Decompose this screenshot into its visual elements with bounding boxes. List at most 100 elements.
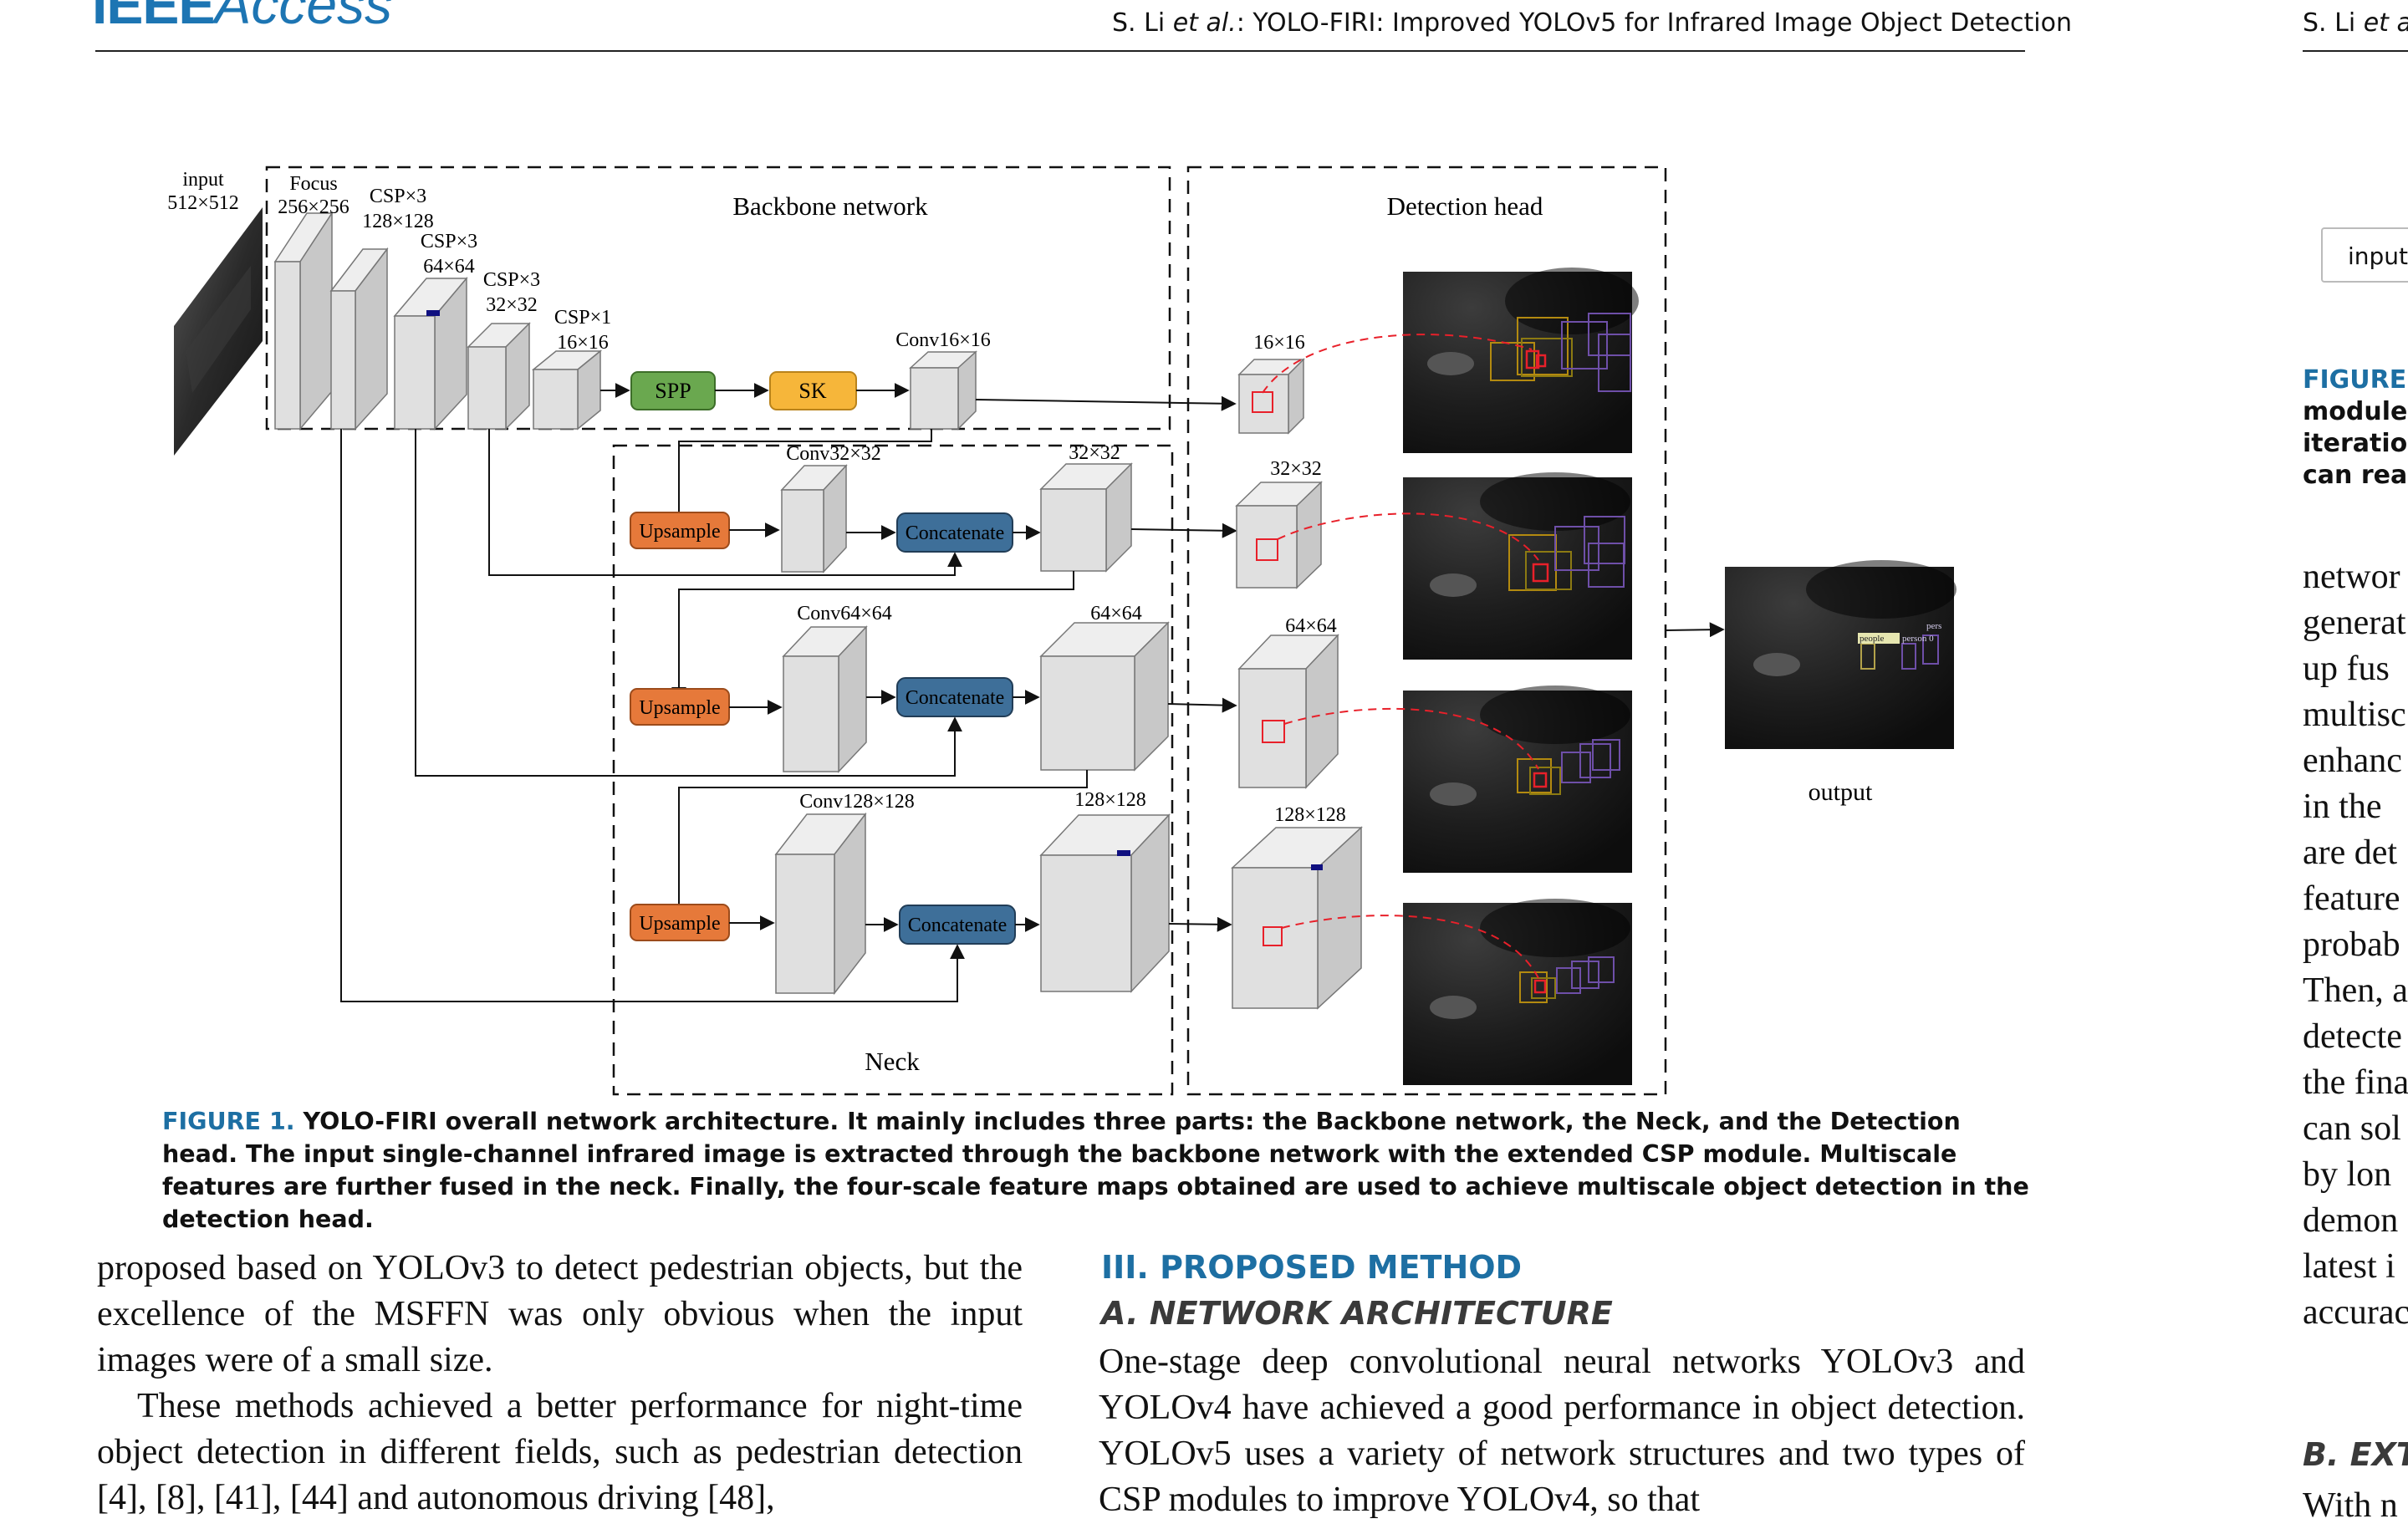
right-line: detecte [2303,1017,2402,1056]
right-line: can sol [2303,1109,2401,1148]
right-line: probab [2303,925,2400,964]
right-line: enhanc [2303,742,2402,780]
right-line: Then, a [2303,971,2408,1010]
backbone-csp2-block [393,276,468,431]
head16-label: 16×16 [1253,332,1305,354]
right-line: latest i [2303,1247,2395,1286]
right-line: the fina [2303,1063,2408,1102]
left-text-column: proposed based on YOLOv3 to detect pedes… [97,1246,1023,1521]
left-paragraph-1: proposed based on YOLOv3 to detect pedes… [97,1249,1023,1379]
focus-size: 256×256 [278,196,349,218]
head16-cube [1237,358,1305,435]
middle-text-column: One-stage deep convolutional neural netw… [1099,1339,2025,1523]
right-tail-line: With n [2303,1486,2398,1525]
right-caption-line-4: can reali [2303,461,2408,490]
subsection-heading: A. NETWORK ARCHITECTURE [1101,1295,1613,1332]
right-tail-text: With n [2303,1483,2408,1529]
focus-label: Focus [289,173,337,195]
right-line: multisc [2303,696,2406,734]
head32-cube [1235,481,1323,589]
head64-cube [1237,634,1339,789]
section-heading: III. PROPOSED METHOD [1101,1249,1523,1286]
head128-cube [1231,826,1363,1010]
output-tag-person: pers [1926,621,1941,631]
detection-head-group-box [1186,166,1667,1096]
output-image [1725,560,1956,749]
conv16-block [909,350,977,431]
upsample-2-label: Upsample [639,697,720,719]
figure-caption: FIGURE 1. YOLO-FIRI overall network arch… [162,1105,2035,1236]
right-line: up fus [2303,650,2390,688]
out32-label: 32×32 [1069,442,1120,464]
head32-label: 32×32 [1270,458,1322,480]
right-line: feature [2303,879,2400,918]
upsample-3-label: Upsample [639,913,720,935]
header-rule [95,50,2025,52]
concatenate-3-label: Concatenate [908,915,1008,936]
input-image [174,207,263,456]
conv64-block [782,625,868,773]
conv16-label: Conv16×16 [895,329,991,351]
figure-label: FIGURE 1. [162,1108,295,1135]
detection-image-32 [1403,472,1632,660]
conv32-label: Conv32×32 [786,443,881,465]
detection-group-label: Detection head [1387,191,1543,221]
detection-image-128 [1403,899,1632,1085]
out64-label: 64×64 [1090,603,1142,624]
right-line: generat [2303,604,2406,642]
neck-out64-block [1039,621,1170,772]
right-line: by lon [2303,1155,2392,1194]
backbone-group-label: Backbone network [732,191,928,221]
backbone-focus-block [273,211,334,431]
upsample-1-label: Upsample [639,521,720,543]
csp4-size: 16×16 [557,332,609,354]
backbone-csp1-block [329,247,389,431]
csp3-label: CSP×3 [483,269,540,291]
spp-label: SPP [655,379,691,403]
neck-group-label: Neck [865,1047,920,1076]
csp1-label: CSP×3 [370,186,426,207]
conv64-label: Conv64×64 [797,603,892,624]
right-caption-line-2: module. [2303,397,2408,426]
detection-image-64 [1403,686,1632,873]
csp4-label: CSP×1 [554,307,611,329]
head128-label: 128×128 [1274,804,1346,826]
header-rule-right [2303,50,2408,52]
conv128-label: Conv128×128 [799,791,915,813]
input-title: input [182,169,224,191]
right-figure-input-box: input [2321,227,2408,283]
conv128-block [774,812,867,996]
right-subheading: B. EXT [2303,1436,2408,1473]
right-text-column: networ generat up fus multisc enhanc in … [2303,554,2408,1336]
right-line: networ [2303,558,2400,596]
right-line: accurac [2303,1293,2408,1332]
right-caption-line-1: FIGURE 2 [2303,365,2408,395]
out128-label: 128×128 [1074,789,1146,811]
running-head: S. Li et al.: YOLO-FIRI: Improved YOLOv5… [1112,8,2072,38]
backbone-csp3-block [467,322,531,431]
figure-caption-text: YOLO-FIRI overall network architecture. … [162,1108,2029,1233]
neck-out32-block [1039,462,1133,573]
right-caption-line-3: iteration [2303,429,2408,458]
right-line: in the [2303,787,2382,826]
concatenate-1-label: Concatenate [906,522,1005,544]
output-tag-person0: person 0 [1902,634,1934,644]
left-paragraph-2: These methods achieved a better performa… [97,1387,1023,1517]
csp1-size: 128×128 [362,211,434,232]
concatenate-2-label: Concatenate [906,687,1005,709]
output-label: output [1809,778,1873,806]
running-head-right: S. Li et al [2303,8,2408,38]
csp2-size: 64×64 [423,256,475,278]
csp3-size: 32×32 [486,294,538,316]
backbone-group-box [265,166,1171,431]
detection-image-16 [1403,268,1639,453]
head64-label: 64×64 [1285,615,1337,637]
right-line: demon [2303,1201,2399,1240]
conv32-block [780,464,848,573]
neck-group-box [612,444,1174,1096]
backbone-csp4-block [531,349,603,431]
right-line: are det [2303,833,2398,872]
csp2-label: CSP×3 [421,231,477,252]
sk-label: SK [798,379,826,403]
neck-out128-block [1039,813,1171,993]
